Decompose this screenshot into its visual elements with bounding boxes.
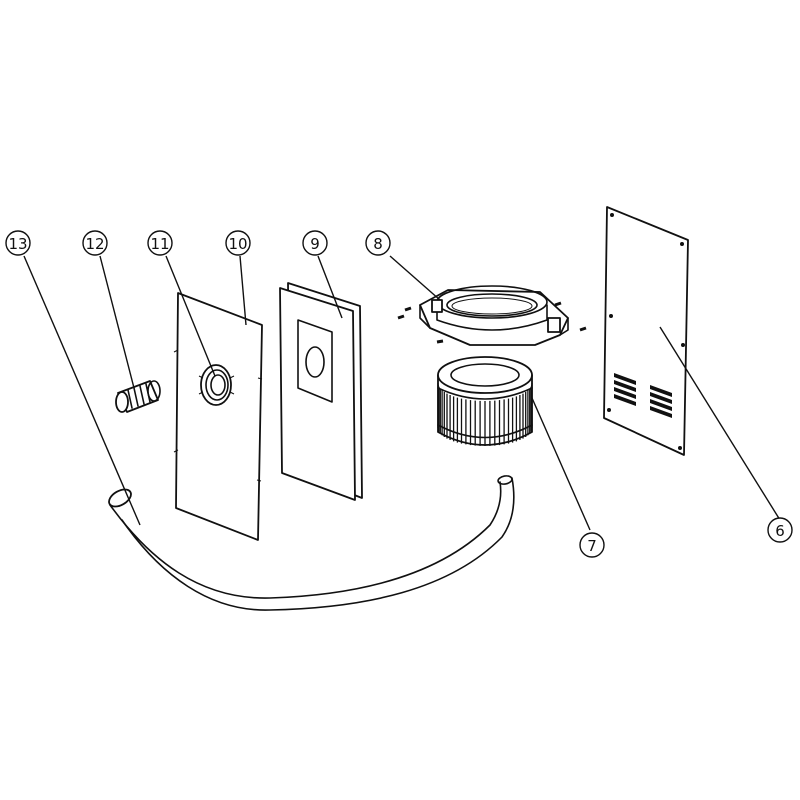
- part-13-flex-hose: [108, 475, 515, 611]
- callout-circle: [147, 230, 173, 256]
- callout-12: 12: [82, 230, 108, 256]
- callout-circle: [225, 230, 251, 256]
- callout-circle: [365, 230, 391, 256]
- callout-number: 11: [150, 235, 169, 253]
- part-9-gasket-plate: [279, 282, 363, 501]
- callout-7: 7: [579, 532, 605, 558]
- callout-circle: [579, 532, 605, 558]
- part-8-mounting-ring: [397, 285, 587, 346]
- callout-number: 10: [228, 235, 247, 253]
- part-12-hose-adapter: [115, 380, 161, 413]
- callout-circle: [5, 230, 31, 256]
- part-11-port-flange: [198, 364, 235, 406]
- filter-pleats: [437, 383, 533, 446]
- part-7-filter: [437, 356, 533, 446]
- callout-circle: [82, 230, 108, 256]
- callout-8: 8: [365, 230, 391, 256]
- callout-6: 6: [767, 517, 793, 543]
- callout-number: 6: [775, 522, 785, 540]
- callout-10: 10: [225, 230, 251, 256]
- callout-number: 9: [310, 235, 320, 253]
- callout-number: 8: [373, 235, 383, 253]
- part-10-front-panel: [173, 292, 263, 541]
- leader-lines: [23, 255, 781, 531]
- vent-slots-right: [650, 385, 672, 418]
- callout-number: 7: [587, 537, 597, 555]
- callout-13: 13: [5, 230, 31, 256]
- vent-slots-left: [614, 373, 636, 406]
- callout-labels: 13 12 11 10 9 8 7 6: [5, 230, 793, 558]
- callout-number: 13: [8, 235, 27, 253]
- callout-circle: [767, 517, 793, 543]
- callout-number: 12: [85, 235, 104, 253]
- screws: [397, 301, 587, 344]
- callout-circle: [302, 230, 328, 256]
- callout-11: 11: [147, 230, 173, 256]
- part-6-back-panel: [603, 206, 689, 456]
- callout-9: 9: [302, 230, 328, 256]
